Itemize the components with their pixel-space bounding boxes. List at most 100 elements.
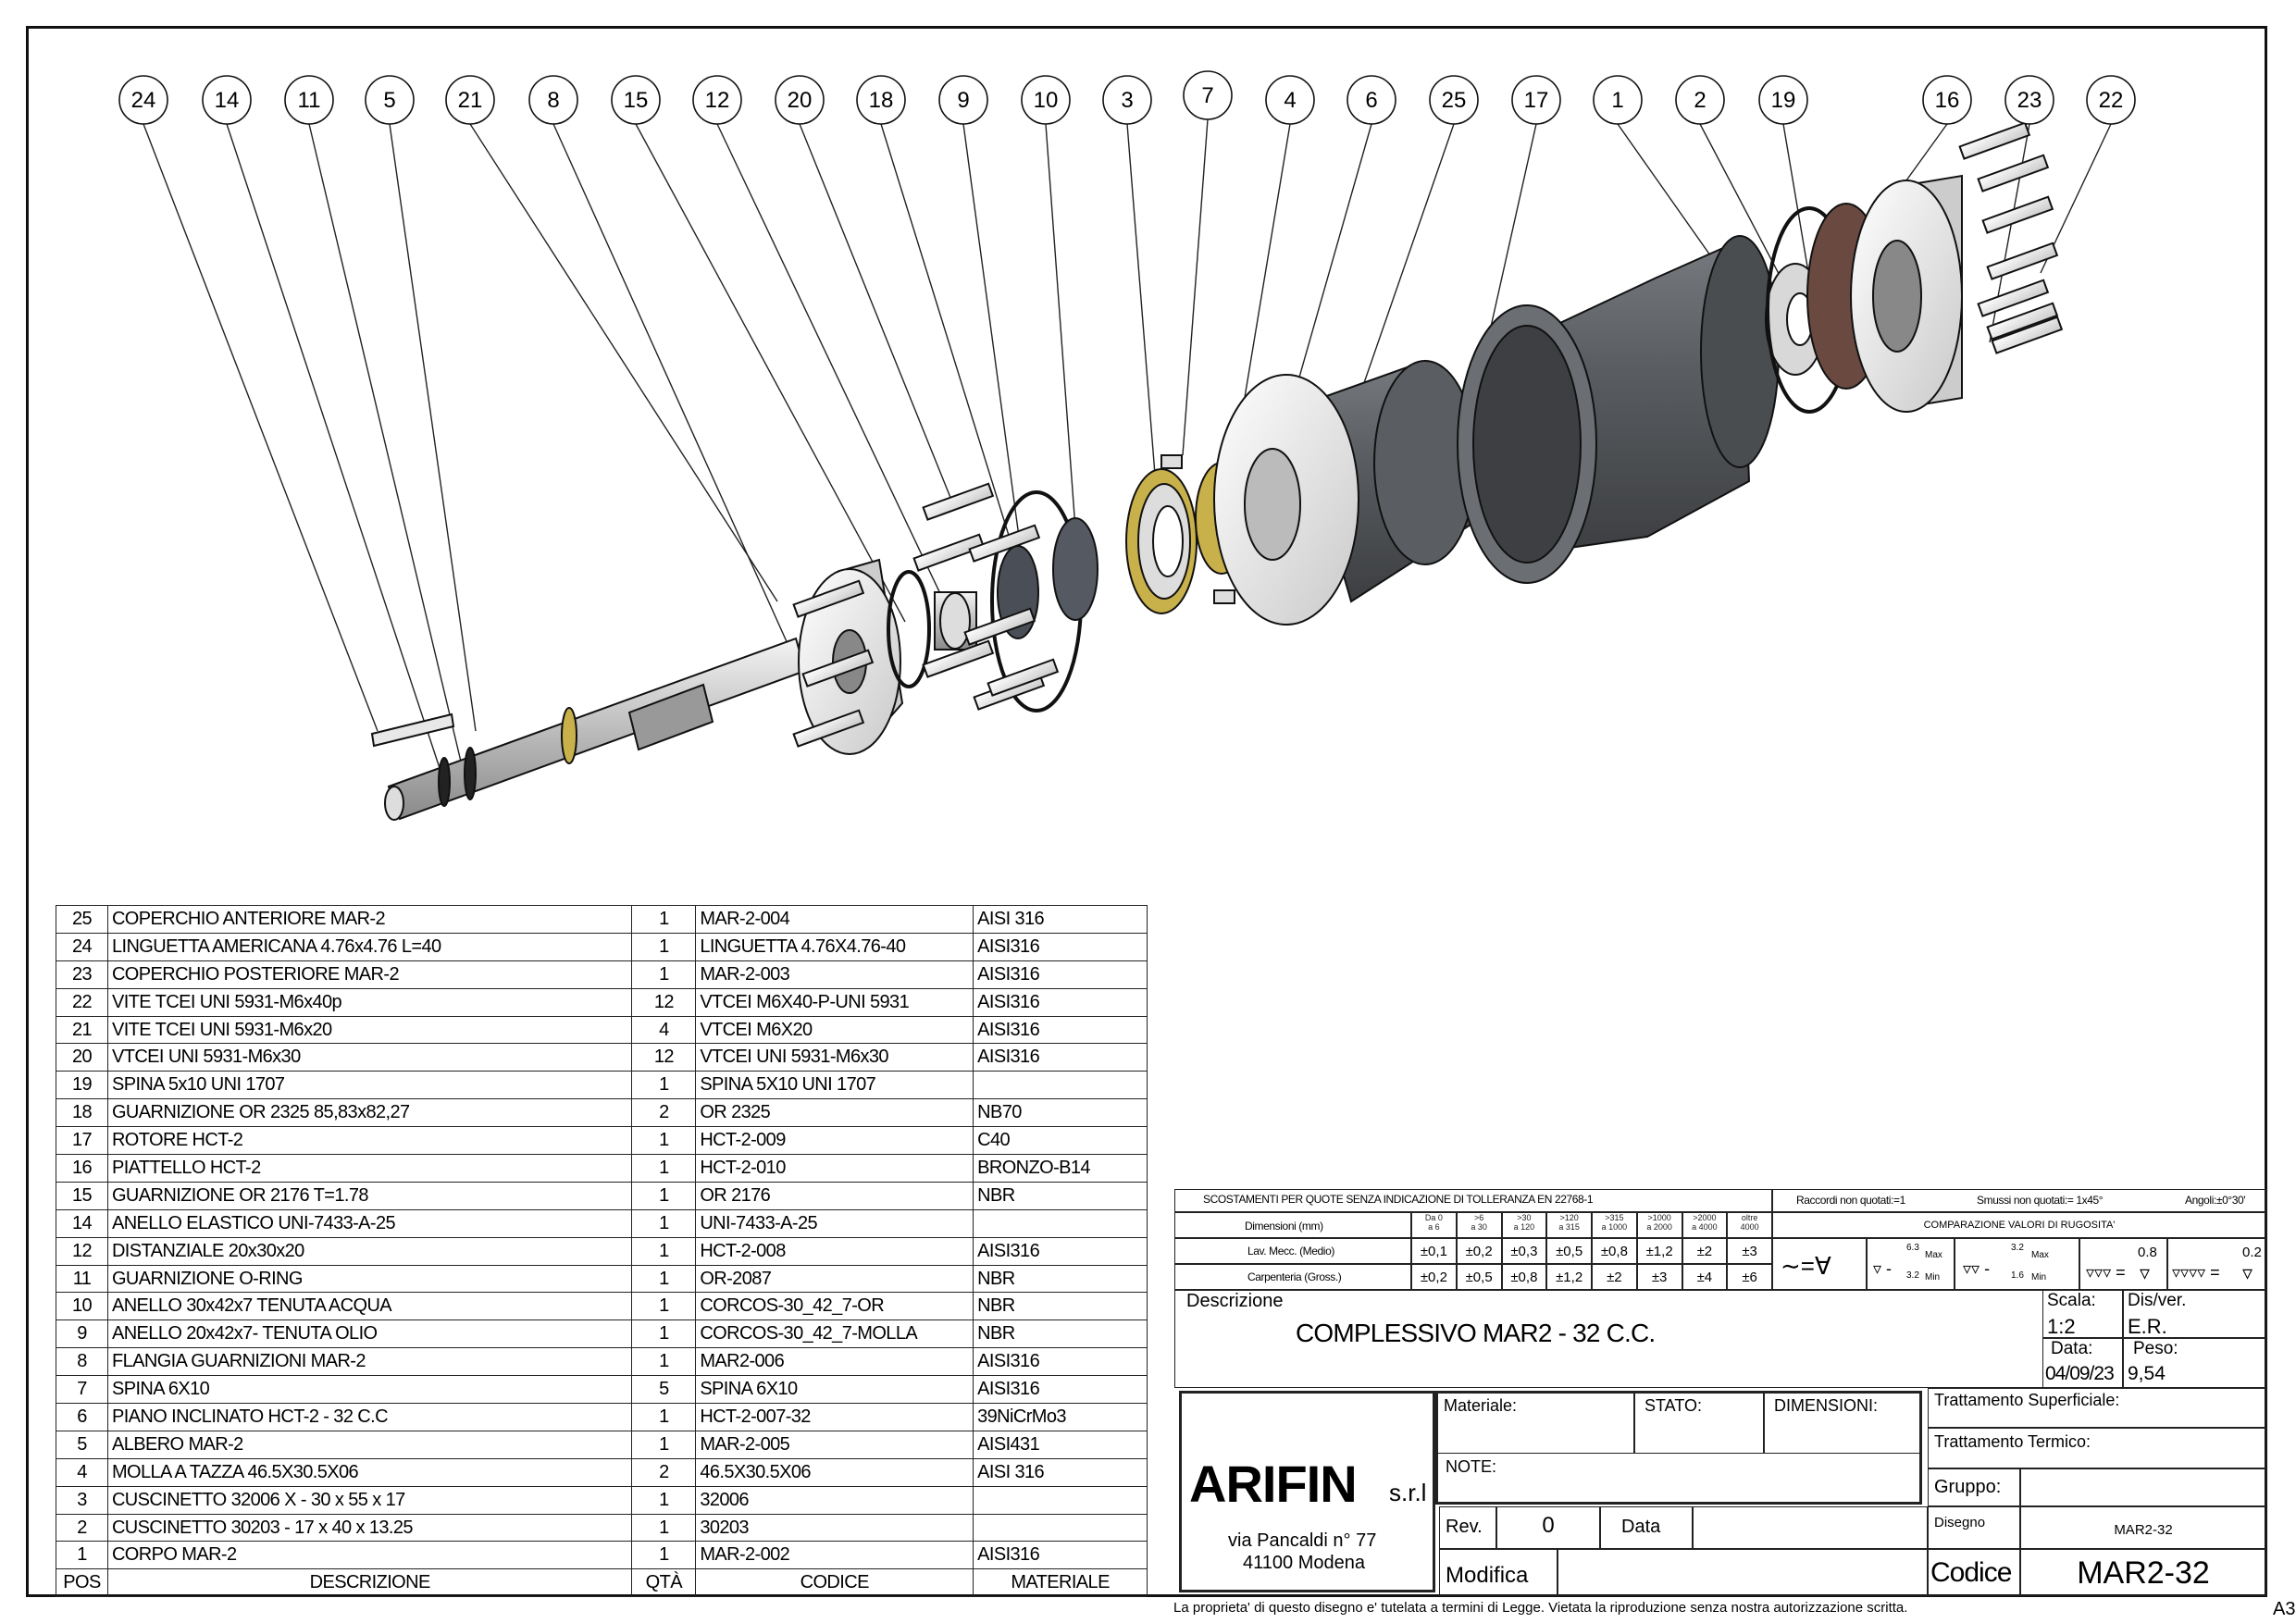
material-notes-block: [1435, 1391, 1922, 1505]
codice-value: MAR2-32: [2020, 1549, 2266, 1596]
code-cell: 30203: [695, 1513, 974, 1542]
description-cell: GUARNIZIONE O-RING: [106, 1264, 633, 1294]
description-cell: COPERCHIO ANTERIORE MAR-2: [106, 905, 633, 934]
drawing-title: COMPLESSIVO MAR2 - 32 C.C.: [1296, 1319, 1656, 1347]
leader-line: [716, 123, 945, 602]
bolt: [801, 649, 875, 688]
code-cell: MAR-2-002: [695, 1541, 974, 1570]
description-cell: CORPO MAR-2: [106, 1541, 633, 1570]
balloon-19: 19: [1758, 75, 1808, 125]
tolerance-value: ±0,2: [1456, 1238, 1502, 1264]
balloon-6: 6: [1347, 75, 1396, 125]
code-cell: HCT-2-009: [695, 1126, 974, 1156]
pos-cell: 17: [56, 1126, 108, 1156]
material-cell: NBR: [973, 1319, 1148, 1349]
company-suffix: s.r.l: [1389, 1479, 1427, 1506]
leader-line: [308, 123, 462, 762]
balloon-9: 9: [938, 75, 988, 125]
codice-label: Codice: [1928, 1549, 2020, 1596]
balloon-15: 15: [611, 75, 661, 125]
balloon-number: 5: [383, 88, 395, 113]
balloon-number: 12: [705, 88, 730, 113]
tolerance-value: ±0,8: [1501, 1264, 1547, 1290]
balloon-number: 8: [547, 88, 559, 113]
rev-date-value: [1693, 1506, 1928, 1549]
disegno-label: Disegno: [1928, 1506, 2020, 1549]
qty-cell: 1: [631, 1485, 697, 1515]
balloon-number: 10: [1034, 88, 1059, 113]
roughness-4: ▿▿▿▿ =0.2▿: [2167, 1238, 2266, 1290]
qty-cell: 1: [631, 1403, 697, 1431]
note-label: NOTE:: [1446, 1457, 1497, 1476]
tolerance-table: SCOSTAMENTI PER QUOTE SENZA INDICAZIONE …: [1174, 1189, 2266, 1290]
balloon-number: 22: [2099, 88, 2124, 113]
balloon-number: 4: [1284, 88, 1296, 113]
tolerance-value: ±1,2: [1546, 1264, 1592, 1290]
pos-cell: 10: [56, 1292, 108, 1321]
rev-date-label: Data: [1600, 1506, 1693, 1549]
rev-label: Rev.: [1439, 1506, 1496, 1549]
code-cell: SPINA 5X10 UNI 1707: [695, 1071, 974, 1100]
weight-cell: Peso:9,54: [2123, 1338, 2266, 1388]
description-cell: CUSCINETTO 30203 - 17 x 40 x 13.25: [106, 1513, 633, 1542]
tolerance-value: ±3: [1636, 1264, 1682, 1290]
description-cell: ROTORE HCT-2: [106, 1126, 633, 1156]
tolerance-value: ±0,1: [1411, 1238, 1457, 1264]
qty-cell: 1: [631, 1319, 697, 1349]
tolerance-value: ±2: [1592, 1264, 1637, 1290]
leader-line: [635, 123, 906, 623]
roughness-title: COMPARAZIONE VALORI DI RUGOSITA': [1772, 1212, 2266, 1238]
pos-cell: 3: [56, 1485, 108, 1515]
scale-cell: Scala:1:2: [2042, 1290, 2123, 1338]
bolt: [1958, 121, 2031, 160]
qty-cell: 1: [631, 1347, 697, 1377]
code-cell: 46.5X30.5X06: [695, 1457, 974, 1487]
company-logo: ARIFIN: [1189, 1455, 1358, 1513]
tolerance-row-label: Lav. Mecc. (Medio): [1174, 1238, 1411, 1264]
pos-cell: 8: [56, 1347, 108, 1377]
material-cell: NB70: [973, 1098, 1148, 1128]
pos-cell: 22: [56, 987, 108, 1017]
balloon-11: 11: [284, 75, 334, 125]
qty-cell: 1: [631, 932, 697, 961]
stato-label: STATO:: [1634, 1391, 1764, 1454]
description-cell: ANELLO ELASTICO UNI-7433-A-25: [106, 1208, 633, 1238]
code-cell: OR 2176: [695, 1181, 974, 1210]
material-cell: [973, 1513, 1148, 1542]
tolerance-value: ±2: [1682, 1238, 1728, 1264]
dimensions-label: Dimensioni (mm): [1174, 1212, 1411, 1238]
description-cell: LINGUETTA AMERICANA 4.76x4.76 L=40: [106, 932, 633, 961]
balloon-12: 12: [692, 75, 742, 125]
qty-cell: 1: [631, 960, 697, 989]
roughness-3: ▿▿▿ =0.8▿: [2079, 1238, 2167, 1290]
qty-cell: 1: [631, 1430, 697, 1459]
code-cell: HCT-2-010: [695, 1154, 974, 1183]
tolerance-row-label: Carpenteria (Gross.): [1174, 1264, 1411, 1290]
balloon-25: 25: [1429, 75, 1479, 125]
balloon-23: 23: [2004, 75, 2054, 125]
qty-cell: 12: [631, 987, 697, 1017]
balloon-5: 5: [365, 75, 415, 125]
balloon-7: 7: [1183, 70, 1233, 120]
pos-cell: 4: [56, 1457, 108, 1487]
pos-cell: 2: [56, 1513, 108, 1542]
code-cell: MAR-2-005: [695, 1430, 974, 1459]
pos-cell: 19: [56, 1071, 108, 1100]
pos-cell: 9: [56, 1319, 108, 1349]
bolt: [1991, 316, 2064, 354]
leader-line: [469, 123, 778, 602]
tolerance-title: SCOSTAMENTI PER QUOTE SENZA INDICAZIONE …: [1174, 1189, 1772, 1212]
material-cell: AISI316: [973, 987, 1148, 1017]
code-cell: CORCOS-30_42_7-MOLLA: [695, 1319, 974, 1349]
